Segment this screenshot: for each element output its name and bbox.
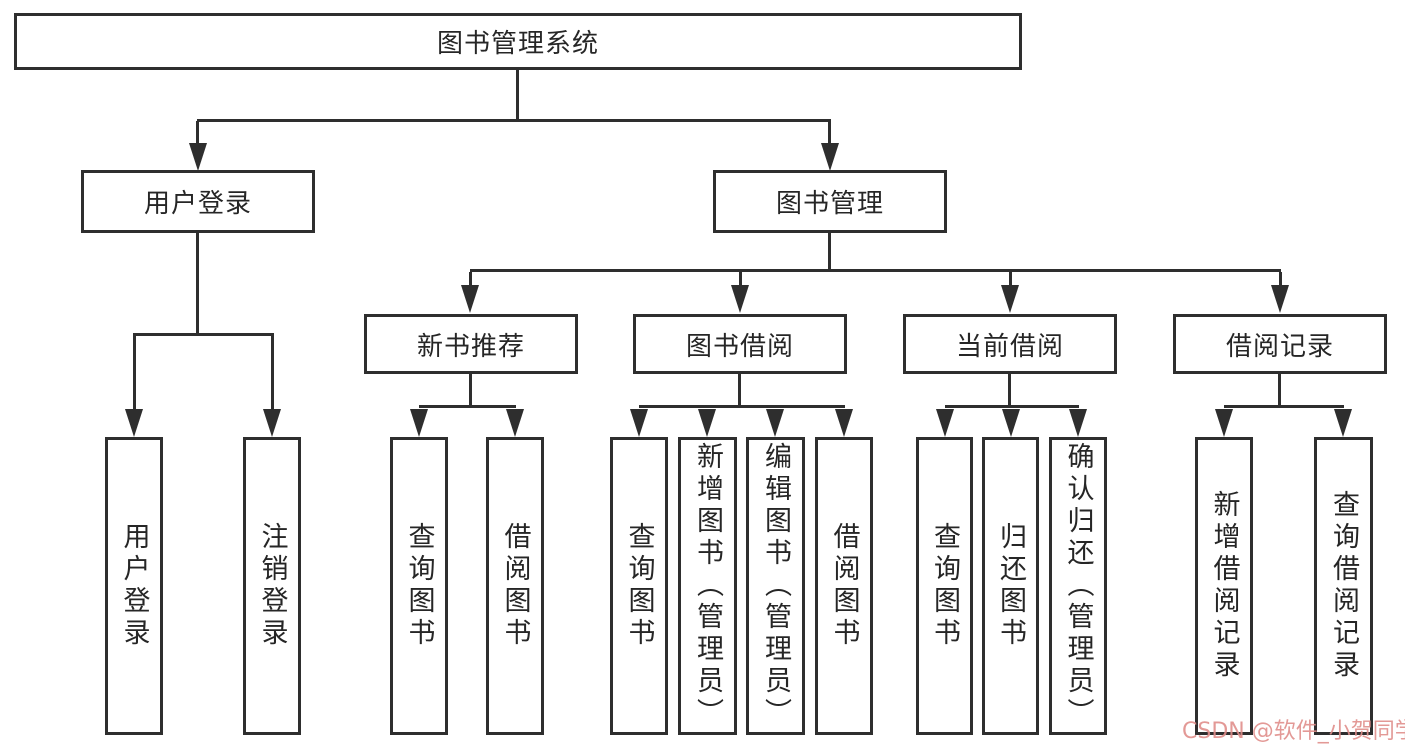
connector-user-login-rail xyxy=(133,333,274,336)
arrow-down-icon xyxy=(125,409,143,437)
arrow-down-icon xyxy=(936,409,954,437)
connector-level2-rail xyxy=(197,119,831,122)
arrow-down-icon xyxy=(410,409,428,437)
leaf-borrow-books: 借阅图书 xyxy=(486,437,544,735)
arrow-down-icon xyxy=(1271,285,1289,313)
arrow-down-icon xyxy=(821,143,839,171)
arrow-down-icon xyxy=(1069,409,1087,437)
node-current-borrowing: 当前借阅 xyxy=(903,314,1117,374)
watermark: CSDN @软件_小贺同学 xyxy=(1182,719,1405,744)
leaf-query-books: 查询图书 xyxy=(390,437,448,735)
node-user-login: 用户登录 xyxy=(81,170,315,233)
leaf-query-books-3: 查询图书 xyxy=(916,437,973,735)
leaf-add-books-admin: 新增图书（管理员） xyxy=(678,437,737,735)
leaf-borrow-books-2: 借阅图书 xyxy=(815,437,873,735)
connector-group2-rail xyxy=(639,405,845,408)
arrow-down-icon xyxy=(1001,285,1019,313)
arrow-down-icon xyxy=(630,409,648,437)
leaf-return-books: 归还图书 xyxy=(982,437,1039,735)
connector-stem-book-borrowing xyxy=(739,272,742,287)
connector-group1-stub xyxy=(469,374,472,407)
leaf-user-login: 用户登录 xyxy=(105,437,163,735)
node-borrowing-records: 借阅记录 xyxy=(1173,314,1387,374)
arrow-down-icon xyxy=(698,409,716,437)
connector-group2-stub xyxy=(738,374,741,407)
connector-stem-new-book xyxy=(469,272,472,287)
connector-group4-rail xyxy=(1224,405,1344,408)
arrow-down-icon xyxy=(1334,409,1352,437)
arrow-down-icon xyxy=(731,285,749,313)
connector-group3-stub xyxy=(1008,374,1011,407)
connector-level3-rail xyxy=(470,269,1281,272)
arrow-down-icon xyxy=(506,409,524,437)
node-book-management: 图书管理 xyxy=(713,170,947,233)
connector-book-management-stem xyxy=(828,233,831,271)
connector-stem-user-login xyxy=(196,121,199,146)
arrow-down-icon xyxy=(1215,409,1233,437)
connector-user-login-stem xyxy=(196,233,199,335)
connector-group3-rail xyxy=(945,405,1079,408)
connector-stem-borrowing-records xyxy=(1279,272,1282,287)
connector-stem-leaf-user-login xyxy=(133,336,136,410)
connector-stem-current-borrowing xyxy=(1009,272,1012,287)
leaf-query-books-2: 查询图书 xyxy=(610,437,668,735)
node-new-book-recommendation: 新书推荐 xyxy=(364,314,578,374)
connector-group4-stub xyxy=(1278,374,1281,407)
arrow-down-icon xyxy=(766,409,784,437)
node-book-borrowing: 图书借阅 xyxy=(633,314,847,374)
leaf-query-borrowing-record: 查询借阅记录 xyxy=(1314,437,1373,735)
arrow-down-icon xyxy=(263,409,281,437)
arrow-down-icon xyxy=(189,143,207,171)
connector-root-stem xyxy=(516,70,519,120)
arrow-down-icon xyxy=(1002,409,1020,437)
arrow-down-icon xyxy=(835,409,853,437)
arrow-down-icon xyxy=(461,285,479,313)
leaf-logout: 注销登录 xyxy=(243,437,301,735)
connector-stem-leaf-logout xyxy=(271,336,274,410)
leaf-confirm-return-admin: 确认归还（管理员） xyxy=(1049,437,1107,735)
leaf-edit-books-admin: 编辑图书（管理员） xyxy=(746,437,805,735)
leaf-add-borrowing-record: 新增借阅记录 xyxy=(1195,437,1253,735)
node-library-system: 图书管理系统 xyxy=(14,13,1022,70)
connector-stem-book-management xyxy=(828,121,831,146)
connector-group1-rail xyxy=(419,405,516,408)
